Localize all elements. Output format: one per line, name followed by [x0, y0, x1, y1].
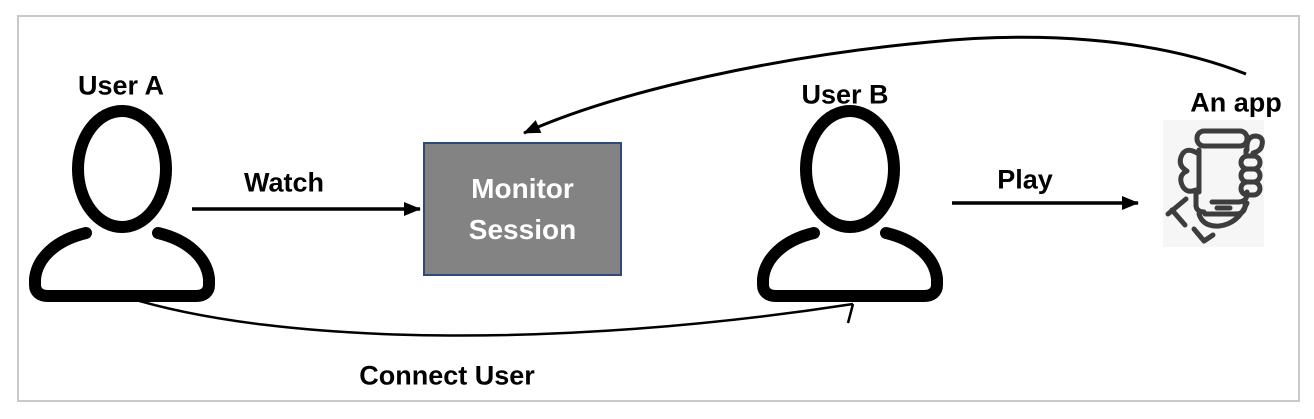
diagram-frame-border — [17, 15, 1300, 402]
connect-user-arrow — [125, 295, 854, 337]
user-b-label: User B — [801, 79, 889, 110]
connect-user-edge-label: Connect User — [359, 360, 535, 391]
user-a-label: User A — [77, 70, 165, 101]
user-a-person-icon — [35, 111, 209, 296]
connect-user-arrowhead — [846, 303, 855, 324]
watch-edge-label: Watch — [244, 167, 324, 198]
app-icon — [1163, 120, 1265, 247]
play-edge-label: Play — [997, 164, 1053, 195]
an-app-label: An app — [1190, 87, 1282, 118]
monitor-session-box: Monitor Session — [423, 142, 622, 276]
monitor-session-label: Monitor Session — [468, 173, 577, 245]
user-b-person-icon — [763, 111, 937, 296]
app-to-monitor-arrow — [523, 35, 1247, 135]
